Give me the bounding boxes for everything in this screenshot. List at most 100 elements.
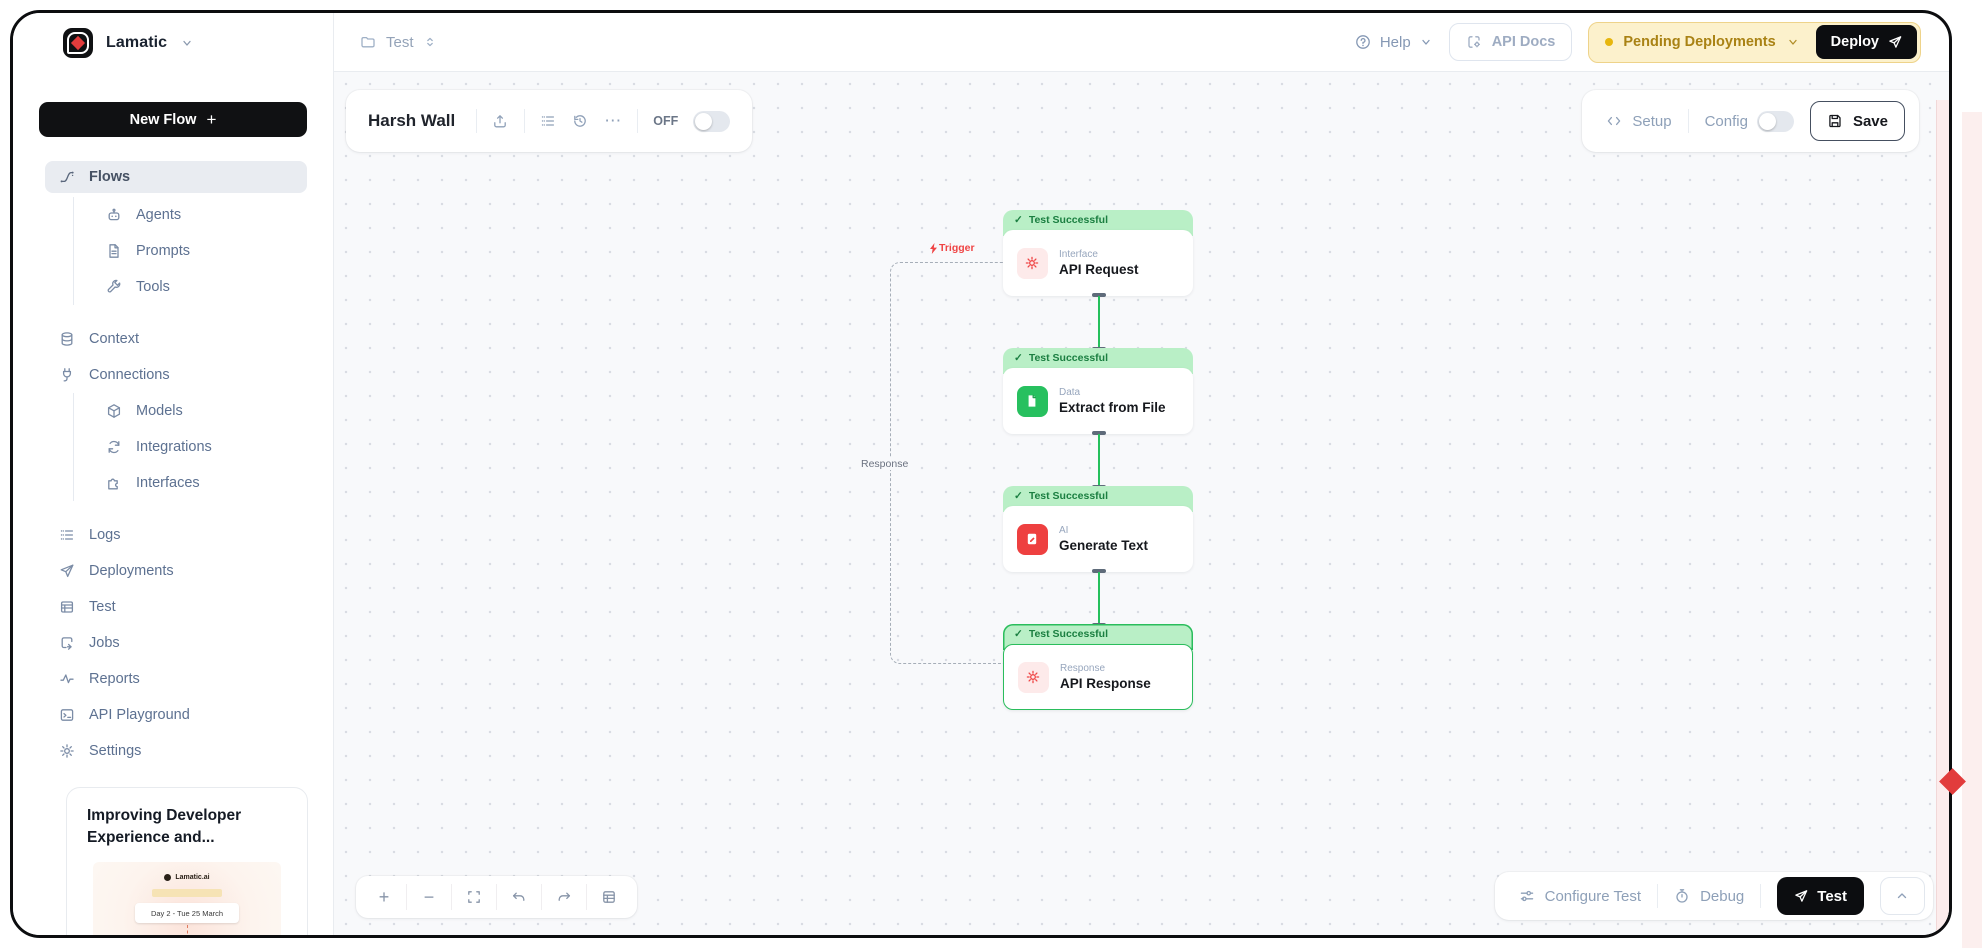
sidebar-item-context[interactable]: Context	[59, 321, 307, 357]
sidebar-item-tools[interactable]: Tools	[106, 269, 307, 305]
node-api-response[interactable]: ✓Test Successful Response API Response	[1003, 624, 1193, 710]
setup-label: Setup	[1632, 112, 1672, 130]
edge-line	[1098, 434, 1100, 486]
sidebar-item-agents[interactable]: Agents	[106, 197, 307, 233]
setup-button[interactable]: Setup	[1606, 112, 1672, 130]
queue-list-icon[interactable]	[540, 113, 557, 130]
new-flow-button[interactable]: New Flow +	[39, 102, 307, 137]
paper-plane-icon	[1889, 36, 1902, 48]
fit-view-button[interactable]	[452, 876, 496, 918]
app-window: Lamatic New Flow + Flows Agents	[10, 10, 1952, 938]
paper-plane-icon	[60, 564, 74, 577]
sidebar-item-api-playground[interactable]: API Playground	[59, 697, 307, 733]
save-button[interactable]: Save	[1809, 101, 1905, 141]
trigger-label: Trigger	[926, 242, 978, 254]
config-toggle[interactable]	[1756, 110, 1794, 132]
sidebar-item-label: API Playground	[89, 707, 190, 723]
sidebar-item-prompts[interactable]: Prompts	[106, 233, 307, 269]
chevron-down-icon[interactable]	[180, 36, 194, 50]
promo-thumb-logo-icon	[164, 874, 172, 882]
pending-deployments-pill[interactable]: Pending Deployments Deploy	[1588, 21, 1921, 63]
source-handle[interactable]	[1092, 569, 1106, 573]
node-card[interactable]: Response API Response	[1003, 644, 1193, 710]
config-toggle-group: Config	[1705, 110, 1794, 132]
paper-plane-icon	[1795, 890, 1808, 902]
share-icon[interactable]	[492, 113, 509, 130]
promo-thumb-brand: Lamatic.ai	[175, 874, 210, 882]
node-card[interactable]: Interface API Request	[1003, 230, 1193, 296]
node-generate-text[interactable]: ✓Test Successful AI Generate Text	[1003, 486, 1193, 572]
divider	[524, 109, 526, 133]
configure-test-button[interactable]: Configure Test	[1519, 888, 1641, 905]
zoom-in-button[interactable]: +	[378, 887, 390, 907]
sidebar-item-interfaces[interactable]: Interfaces	[106, 465, 307, 501]
node-api-request[interactable]: ✓Test Successful Interface API Request	[1003, 210, 1193, 296]
promo-thumbnail: Lamatic.ai Day 2 - Tue 25 March	[93, 862, 281, 935]
save-icon	[1829, 114, 1841, 127]
sidebar-item-deployments[interactable]: Deployments	[59, 553, 307, 589]
sidebar-item-reports[interactable]: Reports	[59, 661, 307, 697]
divider	[637, 109, 639, 133]
sidebar-item-label: Reports	[89, 671, 140, 687]
sidebar-item-settings[interactable]: Settings	[59, 733, 307, 769]
save-label: Save	[1852, 112, 1888, 130]
check-icon: ✓	[1014, 490, 1023, 502]
folder-icon	[361, 36, 375, 47]
test-button[interactable]: Test	[1777, 877, 1864, 915]
source-handle[interactable]	[1092, 431, 1106, 435]
breadcrumb[interactable]: Test	[360, 34, 437, 51]
divider	[1687, 109, 1689, 133]
sidebar-item-logs[interactable]: Logs	[59, 517, 307, 553]
node-title: Generate Text	[1059, 538, 1149, 553]
flow-title[interactable]: Harsh Wall	[368, 111, 456, 130]
node-extract-from-file[interactable]: ✓Test Successful Data Extract from File	[1003, 348, 1193, 434]
sidebar-item-test[interactable]: Test	[59, 589, 307, 625]
data-node-icon	[1017, 385, 1048, 417]
list-icon	[60, 529, 74, 540]
divider	[451, 884, 452, 910]
sidebar-item-models[interactable]: Models	[106, 393, 307, 429]
lamatic-logo-icon	[63, 27, 93, 58]
notes-button[interactable]	[587, 876, 631, 918]
response-edge-label: Response	[857, 458, 913, 470]
chevrons-up-down-icon[interactable]	[423, 35, 437, 49]
node-card[interactable]: Data Extract from File	[1003, 368, 1193, 434]
new-flow-label: New Flow	[129, 111, 197, 128]
brand-header[interactable]: Lamatic	[13, 13, 333, 72]
deploy-button[interactable]: Deploy	[1815, 25, 1917, 59]
sidebar-item-integrations[interactable]: Integrations	[106, 429, 307, 465]
promo-card[interactable]: Improving Developer Experience and... La…	[66, 787, 308, 935]
node-category: Response	[1060, 663, 1106, 674]
terminal-icon	[60, 708, 74, 721]
divider	[406, 884, 407, 910]
help-menu[interactable]: Help	[1355, 34, 1433, 51]
flow-enabled-toggle[interactable]	[693, 110, 731, 132]
sidebar-item-flows[interactable]: Flows	[45, 161, 307, 193]
flows-subnav: Agents Prompts Tools	[73, 197, 307, 305]
sidebar-item-jobs[interactable]: Jobs	[59, 625, 307, 661]
help-label: Help	[1379, 33, 1411, 51]
sidebar-item-connections[interactable]: Connections	[59, 357, 307, 393]
debug-button[interactable]: Debug	[1674, 888, 1744, 905]
node-title: Extract from File	[1059, 400, 1166, 415]
wrench-icon	[107, 279, 121, 293]
zoom-out-button[interactable]: −	[423, 887, 435, 907]
redo-button[interactable]	[542, 876, 586, 918]
node-card[interactable]: AI Generate Text	[1003, 506, 1193, 572]
connections-subnav: Models Integrations Interfaces	[73, 393, 307, 501]
undo-button[interactable]	[497, 876, 541, 918]
edge-connector	[1091, 293, 1107, 351]
more-options-icon[interactable]: ⋯	[604, 111, 623, 130]
sliders-icon	[1520, 890, 1533, 901]
check-icon: ✓	[1014, 214, 1023, 226]
collapse-button[interactable]	[1880, 877, 1925, 915]
history-icon[interactable]	[572, 113, 589, 130]
api-docs-button[interactable]: API Docs	[1448, 23, 1573, 61]
agent-icon	[108, 208, 120, 220]
sidebar: Lamatic New Flow + Flows Agents	[13, 13, 334, 935]
brand-name: Lamatic	[106, 33, 168, 51]
flow-canvas[interactable]: Harsh Wall ⋯ OFF Setup	[334, 72, 1949, 935]
source-handle[interactable]	[1092, 293, 1106, 297]
chevron-down-icon[interactable]	[1786, 35, 1800, 49]
